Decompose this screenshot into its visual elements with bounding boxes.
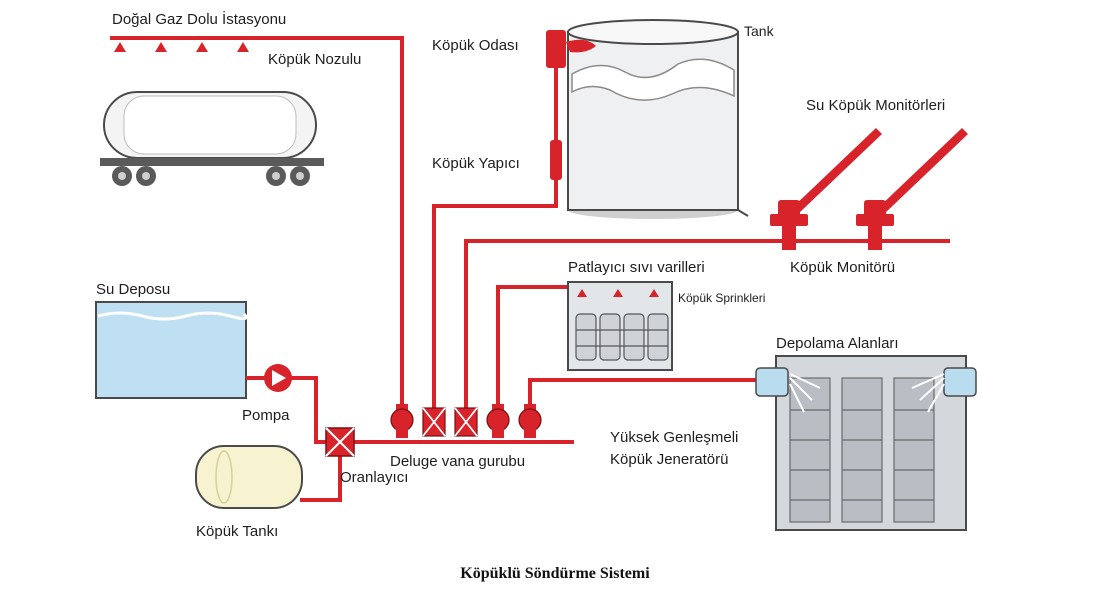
storage-areas: Depolama Alanları Yüksek Genleşmeli Köpü…: [610, 335, 977, 531]
gas-station-label: Doğal Gaz Dolu İstasyonu: [112, 10, 286, 28]
pipe-foamtank-to-proportioner: [300, 456, 342, 502]
pipe-gas-station-line: [110, 36, 404, 410]
sprinkler-head-icon: [649, 289, 659, 297]
explosive-drums-label: Patlayıcı sıvı varilleri: [568, 259, 705, 276]
deluge-group-label: Deluge vana gurubu: [390, 453, 525, 470]
storage-areas-label: Depolama Alanları: [776, 335, 899, 352]
foam-chamber-label: Köpük Odası: [432, 37, 519, 54]
hi-ex-generator-icon: [943, 367, 977, 397]
hi-ex-generator-label-line1: Yüksek Genleşmeli: [610, 429, 738, 446]
foam-nozzle-icon: [155, 42, 167, 52]
foam-monitors: Su Köpük Monitörleri Köpük Monitörü: [770, 97, 968, 276]
pump-label: Pompa: [242, 407, 290, 424]
water-tank-label: Su Deposu: [96, 281, 170, 298]
foam-nozzle-icon: [196, 42, 208, 52]
foam-sprinklers-label: Köpük Sprinkleri: [678, 291, 765, 305]
hi-ex-generator-icon: [755, 367, 789, 397]
ball-valve-icon: [486, 404, 510, 438]
ball-valve-icon: [518, 404, 542, 438]
deluge-valve-icon: [422, 407, 446, 437]
water-tank: Su Deposu: [95, 281, 268, 399]
gas-station: Doğal Gaz Dolu İstasyonu Köpük Nozulu: [100, 10, 361, 186]
pump: Pompa: [242, 364, 292, 424]
proportioner: Oranlayıcı: [325, 427, 408, 486]
pipe-foam-maker-branch: [432, 38, 558, 410]
drum-icons: [575, 313, 669, 361]
water-foam-monitors-label: Su Köpük Monitörleri: [806, 97, 945, 114]
foam-nozzles: [114, 42, 249, 52]
foam-tank-label: Köpük Tankı: [196, 523, 278, 540]
sprinkler-head-icon: [577, 289, 587, 297]
sprinkler-head-icon: [613, 289, 623, 297]
pipe-hi-ex-branch: [528, 378, 762, 410]
pipe-pump-to-proportioner: [290, 376, 328, 444]
storage-tank: Tank Köpük Odası Köpük Yapıcı: [432, 19, 775, 219]
foam-nozzle-icon: [114, 42, 126, 52]
foam-tank-icon: [195, 445, 303, 509]
deluge-valve-group: Deluge vana gurubu: [390, 404, 542, 470]
foam-tank: Köpük Tankı: [195, 445, 303, 540]
hi-ex-generator-label-line2: Köpük Jeneratörü: [610, 451, 728, 468]
foam-nozzle-label: Köpük Nozulu: [268, 51, 361, 68]
tank-label: Tank: [744, 23, 775, 39]
foam-monitor-label: Köpük Monitörü: [790, 259, 895, 276]
foam-nozzle-icon: [237, 42, 249, 52]
foam-monitor-icon: [856, 128, 968, 250]
foam-chamber-icon: [546, 30, 566, 68]
foam-maker-icon: [550, 140, 562, 180]
rail-tank-car-icon: [100, 91, 324, 186]
proportioner-label: Oranlayıcı: [340, 469, 408, 486]
diagram-caption: Köpüklü Söndürme Sistemi: [460, 565, 650, 582]
foam-maker-label: Köpük Yapıcı: [432, 155, 520, 172]
ball-valve-icon: [390, 404, 414, 438]
foam-monitor-icon: [770, 128, 882, 250]
rack-shelves: [790, 409, 934, 501]
storage-rack-icons: [789, 377, 935, 523]
deluge-valve-icon: [454, 407, 478, 437]
foam-sprinkler-heads: [577, 289, 659, 297]
explosive-drums: Patlayıcı sıvı varilleri Köpük Sprinkler…: [567, 259, 765, 371]
foam-spray: [789, 373, 945, 413]
